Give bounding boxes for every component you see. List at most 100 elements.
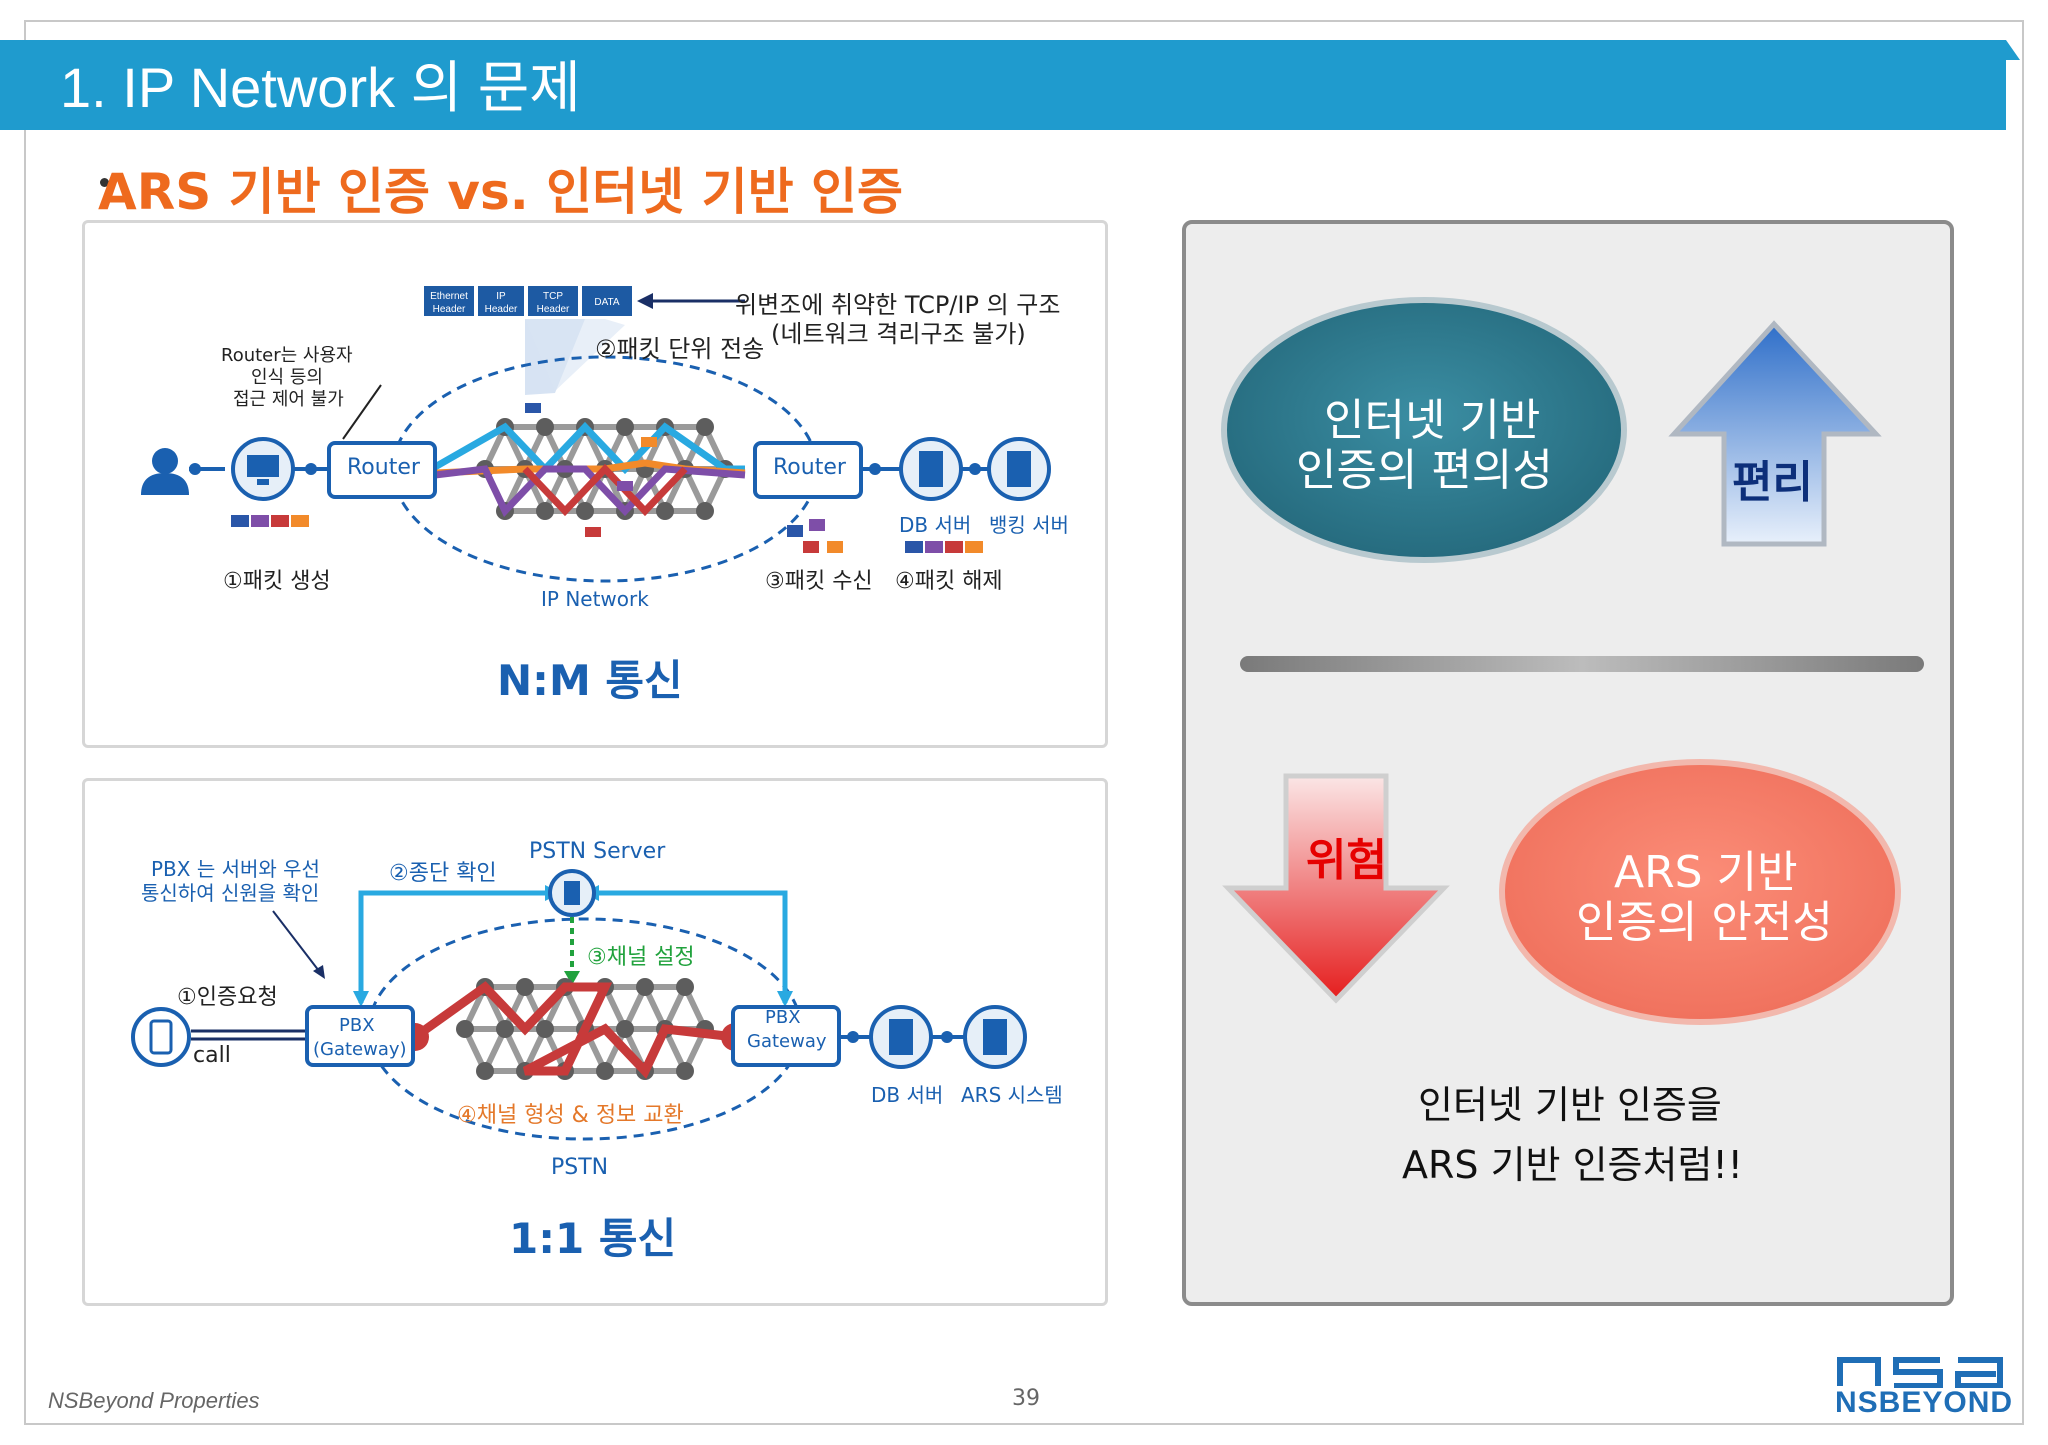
pc-link-dot <box>305 463 317 475</box>
step-3-label-2: ③채널 설정 <box>587 945 695 970</box>
recv-packet-1 <box>787 525 803 537</box>
internet-label-2: 인증의 편의성 <box>1296 445 1553 496</box>
packet-stack-4 <box>291 515 309 527</box>
packet-unit-label: ②패킷 단위 전송 <box>595 335 765 363</box>
ip-network-label: IP Network <box>541 587 649 611</box>
ars-label-1: ARS 기반 <box>1614 847 1798 898</box>
pbx-note-arrowhead <box>313 965 325 979</box>
route-path-cyan <box>433 421 745 475</box>
packet-field-ethernet-label-1: Ethernet <box>430 291 468 302</box>
one-to-one-caption: 1:1 통신 <box>509 1214 677 1263</box>
db-bank-link-dot <box>969 463 981 475</box>
unpack-packet-1 <box>905 541 923 553</box>
packet-field-ip <box>476 284 526 318</box>
comparison-panel: 인터넷 기반 인증의 편의성 편리 위험 ARS 기반 인증의 안전성 인터넷 … <box>1182 220 1954 1306</box>
step-4-label: ④패킷 해제 <box>895 569 1003 594</box>
router-left-box <box>327 441 437 499</box>
ars-security-ellipse <box>1499 759 1901 1025</box>
ars-system-label: ARS 시스템 <box>961 1083 1063 1107</box>
packet-field-ethernet-label-2: Header <box>433 304 466 315</box>
step-2-label: ②종단 확인 <box>389 861 497 886</box>
conclusion-line-1: 인터넷 기반 인증을 <box>1418 1083 1722 1127</box>
packet-field-ip-label-1: IP <box>496 291 506 302</box>
router-right-label: Router <box>773 455 846 480</box>
pbx-left-arrow <box>353 991 369 1007</box>
step-4-label-2: ④채널 형성 & 정보 교환 <box>457 1103 684 1128</box>
pstn-server-body <box>564 881 580 905</box>
convenience-label: 편리 <box>1732 457 1813 508</box>
packet-stack-3 <box>271 515 289 527</box>
vuln-label-2: (네트워크 격리구조 불가) <box>771 320 1026 348</box>
packet-field-tcp-label-2: Header <box>537 304 570 315</box>
route-path-purple <box>434 465 746 518</box>
ars-system-body <box>983 1019 1007 1055</box>
step-1-label-2: ①인증요청 <box>177 985 278 1010</box>
pc-stand <box>257 479 269 485</box>
pbx-right-label-1: PBX <box>765 1007 801 1028</box>
packet-field-tcp-label-1: TCP <box>543 291 563 302</box>
pbx-left-box <box>305 1005 415 1067</box>
one-to-one-diagram-panel: PBX 는 서버와 우선 통신하여 신원을 확인 ②종단 확인 PSTN Ser… <box>82 778 1108 1306</box>
pbx-right-arrow <box>777 991 793 1007</box>
phone-body <box>149 1019 173 1055</box>
unpack-packet-3 <box>945 541 963 553</box>
nsb-logo-mark <box>1837 1357 2003 1388</box>
slide-frame <box>24 20 2024 1425</box>
step-1-label: ①패킷 생성 <box>223 569 331 594</box>
packet-field-data-label: DATA <box>594 297 620 308</box>
call-label: call <box>193 1043 231 1068</box>
user-link-dot <box>189 463 201 475</box>
page-title: 1. IP Network 의 문제 <box>60 56 581 119</box>
pbx-note-1: PBX 는 서버와 우선 <box>151 857 320 881</box>
packet-field-tcp <box>526 284 580 318</box>
pbx-note-2: 통신하여 신원을 확인 <box>141 881 320 905</box>
router-note-arrow <box>342 384 382 440</box>
unpack-packet-2 <box>925 541 943 553</box>
vuln-arrowhead <box>637 293 653 309</box>
packet-purple <box>617 481 633 491</box>
pbx-left-label-1: PBX <box>339 1015 375 1036</box>
up-arrow-icon <box>1668 320 1882 547</box>
packet-field-data <box>580 284 634 318</box>
one-to-one-diagram-svg <box>131 869 1027 1141</box>
comparison-svg <box>1221 297 1924 1025</box>
db-server-body <box>919 451 943 487</box>
pbx-note-arrow <box>272 910 320 972</box>
packet-field-ethernet <box>422 284 476 318</box>
server-link-left <box>358 890 549 1003</box>
ars-label-2: 인증의 안전성 <box>1576 897 1833 948</box>
nm-caption: N:M 통신 <box>497 656 683 705</box>
router-note-1: Router는 사용자 <box>221 345 353 366</box>
pstn-label: PSTN <box>551 1155 609 1180</box>
router-left-label: Router <box>347 455 420 480</box>
recv-packet-3 <box>803 541 819 553</box>
db-server-label-2: DB 서버 <box>871 1083 944 1107</box>
recv-packet-2 <box>809 519 825 531</box>
pbx-right-label-2: Gateway <box>747 1031 827 1052</box>
recv-packet-4 <box>827 541 843 553</box>
internet-convenience-ellipse <box>1221 297 1627 563</box>
db-server-body-2 <box>889 1019 913 1055</box>
user-icon <box>141 448 189 495</box>
dedicated-channel <box>412 981 736 1079</box>
packet-stack-1 <box>231 515 249 527</box>
down-arrow-icon <box>1222 773 1450 1004</box>
page-number: 39 <box>1012 1386 1040 1411</box>
packet-stack-2 <box>251 515 269 527</box>
db-ars-link-dot <box>941 1031 953 1043</box>
divider-bar <box>1240 656 1924 672</box>
internet-label-1: 인터넷 기반 <box>1324 395 1541 446</box>
packet-blue <box>525 403 541 413</box>
step-3-label: ③패킷 수신 <box>765 569 873 594</box>
bullet-dot <box>100 178 109 187</box>
title-bar <box>0 40 2020 130</box>
packet-red <box>585 527 601 537</box>
spotlight-cone-2 <box>525 319 625 391</box>
pbx-left-label-2: (Gateway) <box>313 1039 407 1060</box>
pbx-right-link-dot <box>847 1031 859 1043</box>
router-right-link-dot <box>869 463 881 475</box>
router-note-3: 접근 제어 불가 <box>233 389 344 410</box>
section-subtitle: ARS 기반 인증 vs. 인터넷 기반 인증 <box>98 163 903 221</box>
phone-icon <box>131 1007 191 1067</box>
unpack-packet-4 <box>965 541 983 553</box>
